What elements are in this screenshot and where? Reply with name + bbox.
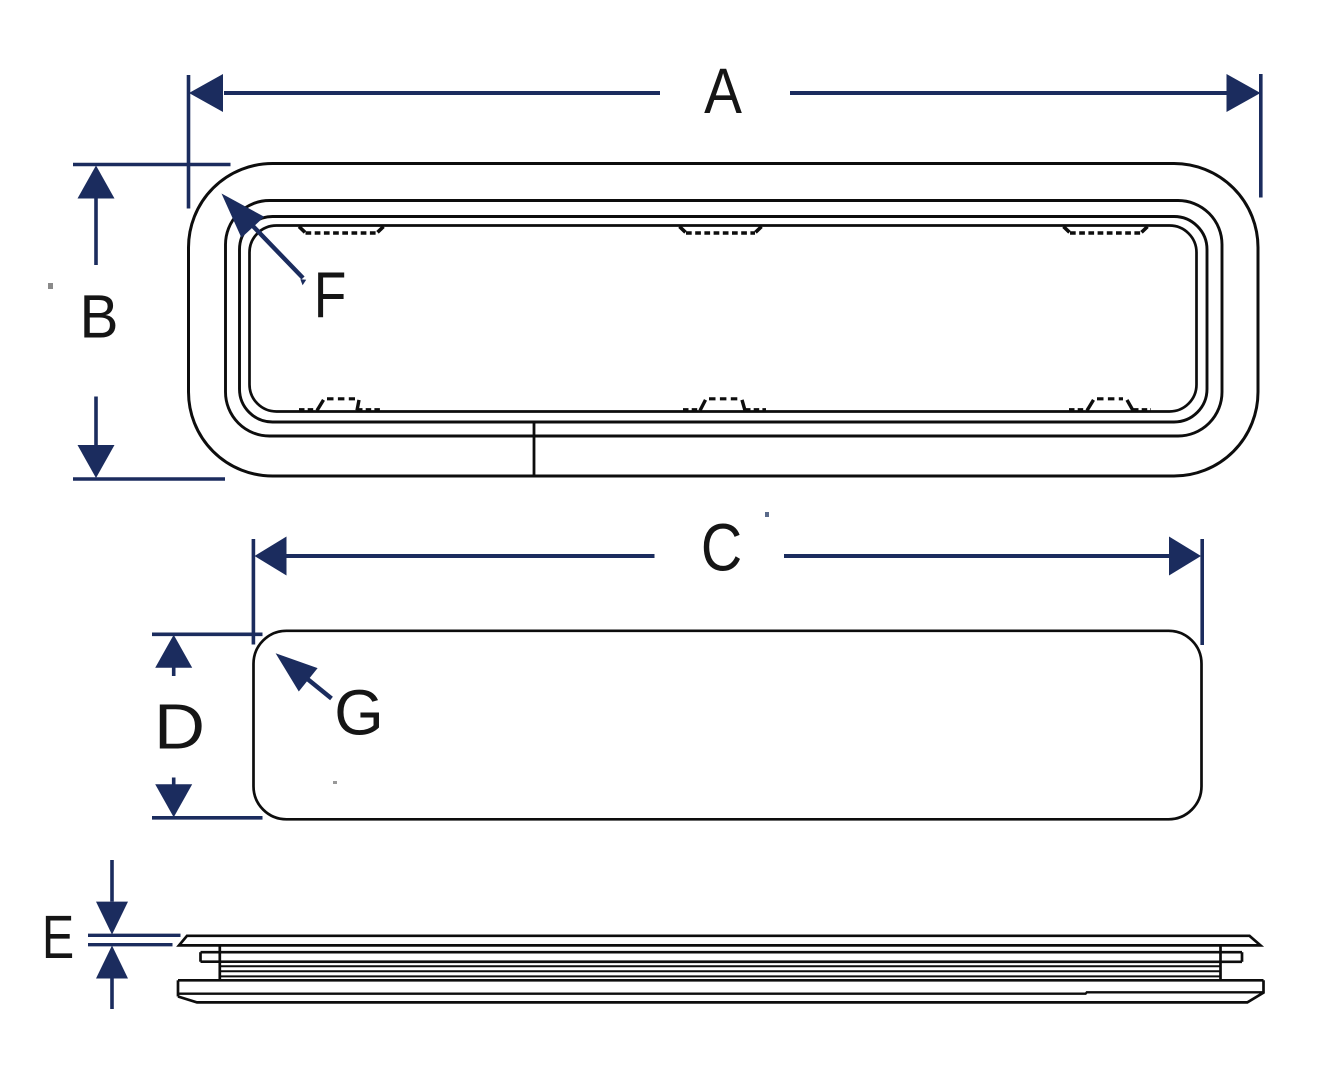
svg-text:A: A [704, 55, 742, 127]
svg-text:D: D [154, 691, 205, 763]
svg-text:E: E [42, 903, 74, 971]
svg-text:B: B [80, 283, 119, 351]
svg-text:F: F [314, 258, 347, 331]
svg-text:C: C [701, 511, 742, 586]
svg-text:G: G [334, 677, 384, 749]
